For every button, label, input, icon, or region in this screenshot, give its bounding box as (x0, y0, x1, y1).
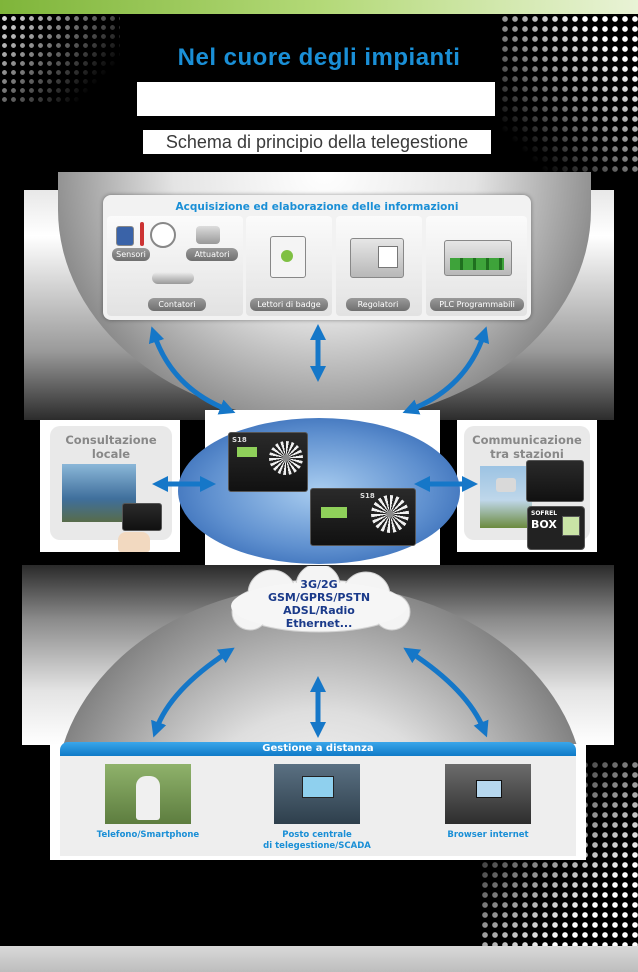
s18-unit-bottom (310, 488, 416, 546)
laptop-icon (476, 780, 502, 798)
local-title-line2: locale (91, 447, 131, 461)
sensor-icon (116, 226, 134, 246)
person-icon (136, 776, 160, 820)
remote-title: Gestione a distanza (60, 742, 576, 756)
bottom-gray-bar (0, 946, 638, 972)
halftone-dots-top-left (0, 14, 120, 104)
stations-title-line2: tra stazioni (490, 447, 564, 461)
box-label-line2: BOX (531, 518, 557, 531)
meter-icon (152, 272, 194, 284)
station-s18-device (526, 460, 584, 502)
local-title-line1: Consultazione (65, 433, 157, 447)
regulator-display-icon (378, 246, 398, 268)
water-tower-photo (480, 466, 532, 528)
page-title: Nel cuore degli impianti (177, 44, 461, 71)
label-plc: PLC Programmabili (430, 298, 524, 311)
box-label-line1: SOFREL (531, 510, 558, 517)
network-line-4: Ethernet... (285, 617, 353, 630)
box-screen-icon (562, 516, 580, 536)
arrow-remote-left (151, 647, 235, 738)
label-phone: Telefono/Smartphone (96, 830, 200, 840)
thermometer-icon (140, 222, 144, 246)
network-line-1: 3G/2G (300, 578, 338, 591)
label-contatori: Contatori (148, 298, 206, 311)
acquisition-title: Acquisizione ed elaborazione delle infor… (175, 201, 459, 213)
hand-icon (118, 532, 150, 552)
top-green-bar (0, 0, 638, 14)
label-lettori-badge: Lettori di badge (250, 298, 328, 311)
title-strip (137, 82, 495, 116)
gauge-icon (150, 222, 176, 248)
label-central-line1: Posto centrale (282, 830, 352, 840)
network-line-3: ADSL/Radio (283, 604, 355, 617)
plc-terminals-icon (450, 258, 504, 270)
arrow-acq-right (402, 326, 490, 415)
label-central-line2: di telegestione/SCADA (263, 841, 371, 851)
label-attuatori: Attuatori (186, 248, 238, 261)
label-sensori: Sensori (112, 248, 150, 261)
arrow-remote-right (403, 647, 489, 738)
badge-led-icon (281, 250, 293, 262)
water-tower-icon (496, 478, 516, 492)
label-regolatori: Regolatori (346, 298, 410, 311)
network-line-2: GSM/GPRS/PSTN (267, 591, 371, 604)
monitor-icon (302, 776, 334, 798)
s18-label-bottom: S18 (360, 492, 375, 500)
arrow-acq-left (148, 326, 236, 415)
diagram-subtitle: Schema di principio della telegestione (143, 130, 491, 154)
local-device-icon (122, 503, 162, 531)
halftone-dots-top-right (500, 14, 638, 174)
valve-icon (196, 226, 220, 244)
network-cloud (231, 566, 411, 633)
s18-label-top: S18 (232, 436, 247, 444)
s18-unit-top (228, 432, 308, 492)
stations-title-line1: Communicazione (472, 433, 582, 447)
label-browser: Browser internet (447, 830, 529, 840)
